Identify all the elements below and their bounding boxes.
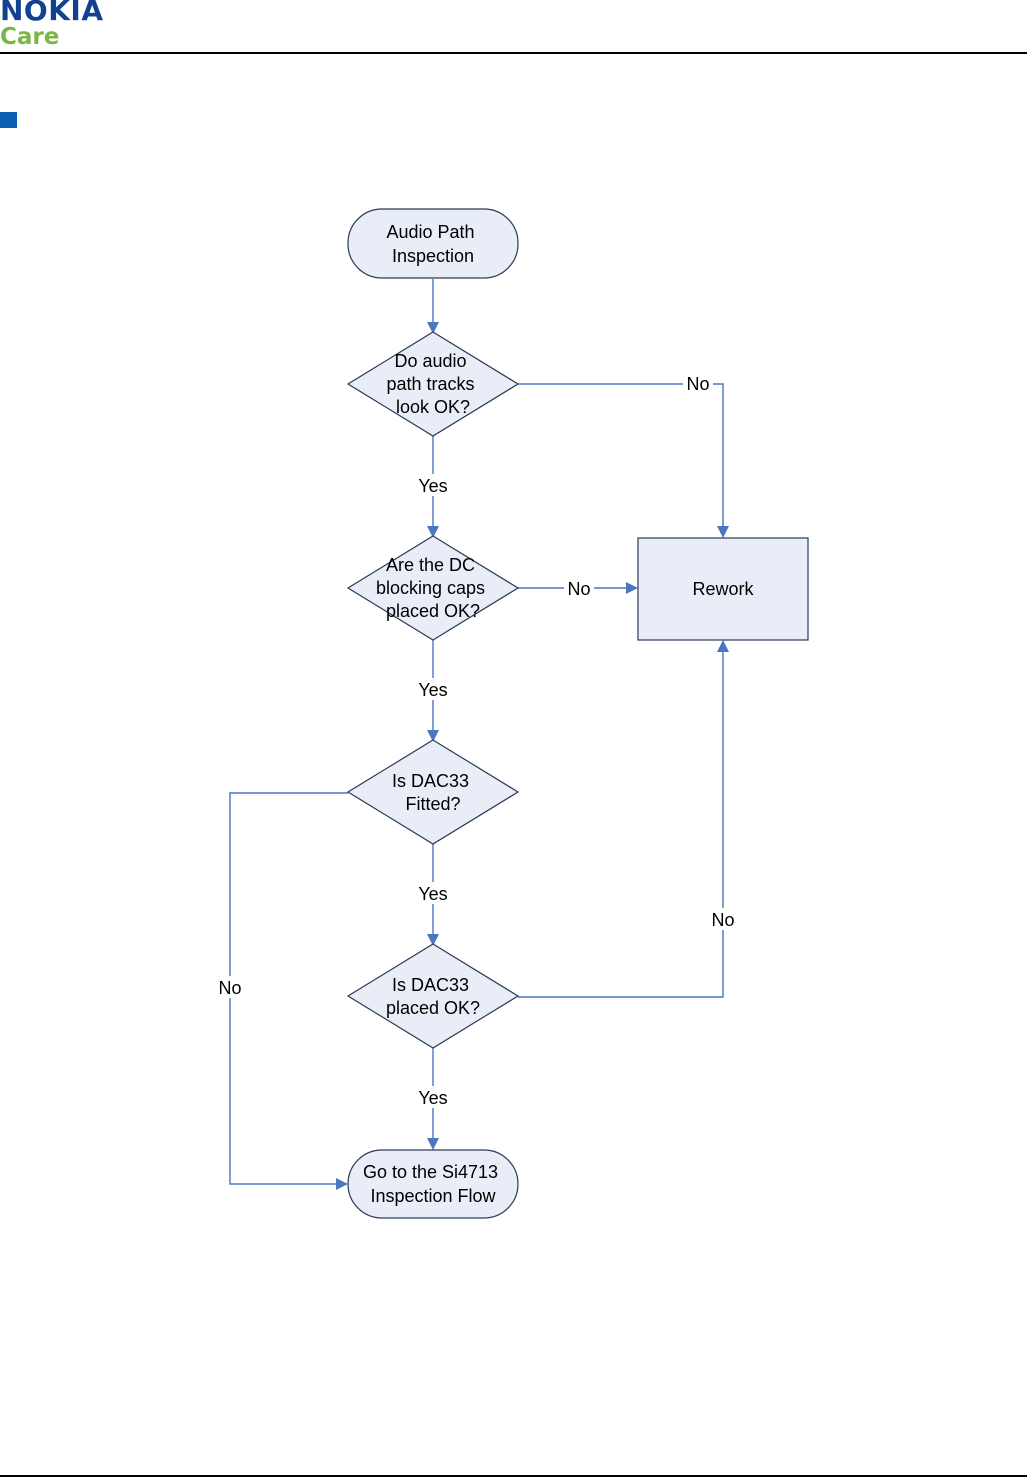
edge-label-caps-no: No	[567, 579, 590, 599]
placed-node-line-1: Is DAC33	[392, 975, 469, 995]
flowchart-node-end: Go to the Si4713 Inspection Flow	[347, 1149, 519, 1219]
edge-label-fitted-yes: Yes	[418, 884, 447, 904]
edge-tracks-no	[518, 383, 729, 538]
svg-text:Do audio path tracks: Do audio path tracks look OK?	[386, 351, 479, 417]
tracks-node-line-3: look OK?	[396, 397, 470, 417]
placed-node-line-2: placed OK?	[386, 998, 480, 1018]
header-divider	[0, 52, 1027, 54]
svg-text:Are the DC blocking caps: Are the DC blocking caps placed OK?	[376, 555, 490, 621]
end-node-line-1: Go to the Si4713	[363, 1162, 498, 1182]
decision-node-fitted: Is DAC33 Fitted?	[346, 739, 520, 845]
tracks-node-line-2: path tracks	[386, 374, 474, 394]
decision-node-placed: Is DAC33 placed OK?	[346, 943, 520, 1049]
edge-label-placed-no: No	[711, 910, 734, 930]
fitted-node-line-1: Is DAC33	[392, 771, 469, 791]
flowchart-edges	[229, 279, 729, 1190]
caps-node-line-2: blocking caps	[376, 578, 485, 598]
process-node-rework: Rework	[637, 537, 809, 641]
fitted-node-line-2: Fitted?	[405, 794, 460, 814]
page-header: NOKIA Care	[0, 0, 1027, 60]
nokia-logo: NOKIA	[0, 0, 104, 27]
edge-label-tracks-yes: Yes	[418, 476, 447, 496]
flowchart-node-start: Audio Path Inspection	[347, 208, 519, 279]
start-node-line-1: Audio Path	[386, 222, 474, 242]
edge-label-caps-yes: Yes	[418, 680, 447, 700]
decision-node-tracks: Do audio path tracks look OK?	[346, 331, 520, 437]
footer-divider	[0, 1475, 1027, 1477]
edge-label-placed-yes: Yes	[418, 1088, 447, 1108]
tracks-node-line-1: Do audio	[394, 351, 466, 371]
care-logo: Care	[0, 24, 60, 50]
edge-label-fitted-no: No	[218, 978, 241, 998]
rework-node-label: Rework	[692, 579, 754, 599]
start-node-line-2: Inspection	[392, 246, 474, 266]
svg-text:Is DAC33 Fitted?: Is DAC33 Fitted?	[392, 771, 474, 814]
flowchart-edge-labels: Yes No Yes No Yes No Yes No	[215, 373, 738, 1108]
svg-text:Go to the Si4713 Inspect: Go to the Si4713 Inspection Flow	[363, 1162, 503, 1206]
section-bullet-icon	[0, 112, 17, 128]
caps-node-line-3: placed OK?	[386, 601, 480, 621]
caps-node-line-1: Are the DC	[386, 555, 475, 575]
decision-node-caps: Are the DC blocking caps placed OK?	[346, 535, 520, 641]
edge-label-tracks-no: No	[686, 374, 709, 394]
end-node-line-2: Inspection Flow	[370, 1186, 496, 1206]
svg-text:Audio Path Inspection: Audio Path Inspection	[386, 222, 479, 266]
svg-text:Is DAC33 placed OK?: Is DAC33 placed OK?	[386, 975, 480, 1018]
edge-placed-no	[518, 640, 729, 998]
edge-fitted-no	[229, 792, 348, 1190]
